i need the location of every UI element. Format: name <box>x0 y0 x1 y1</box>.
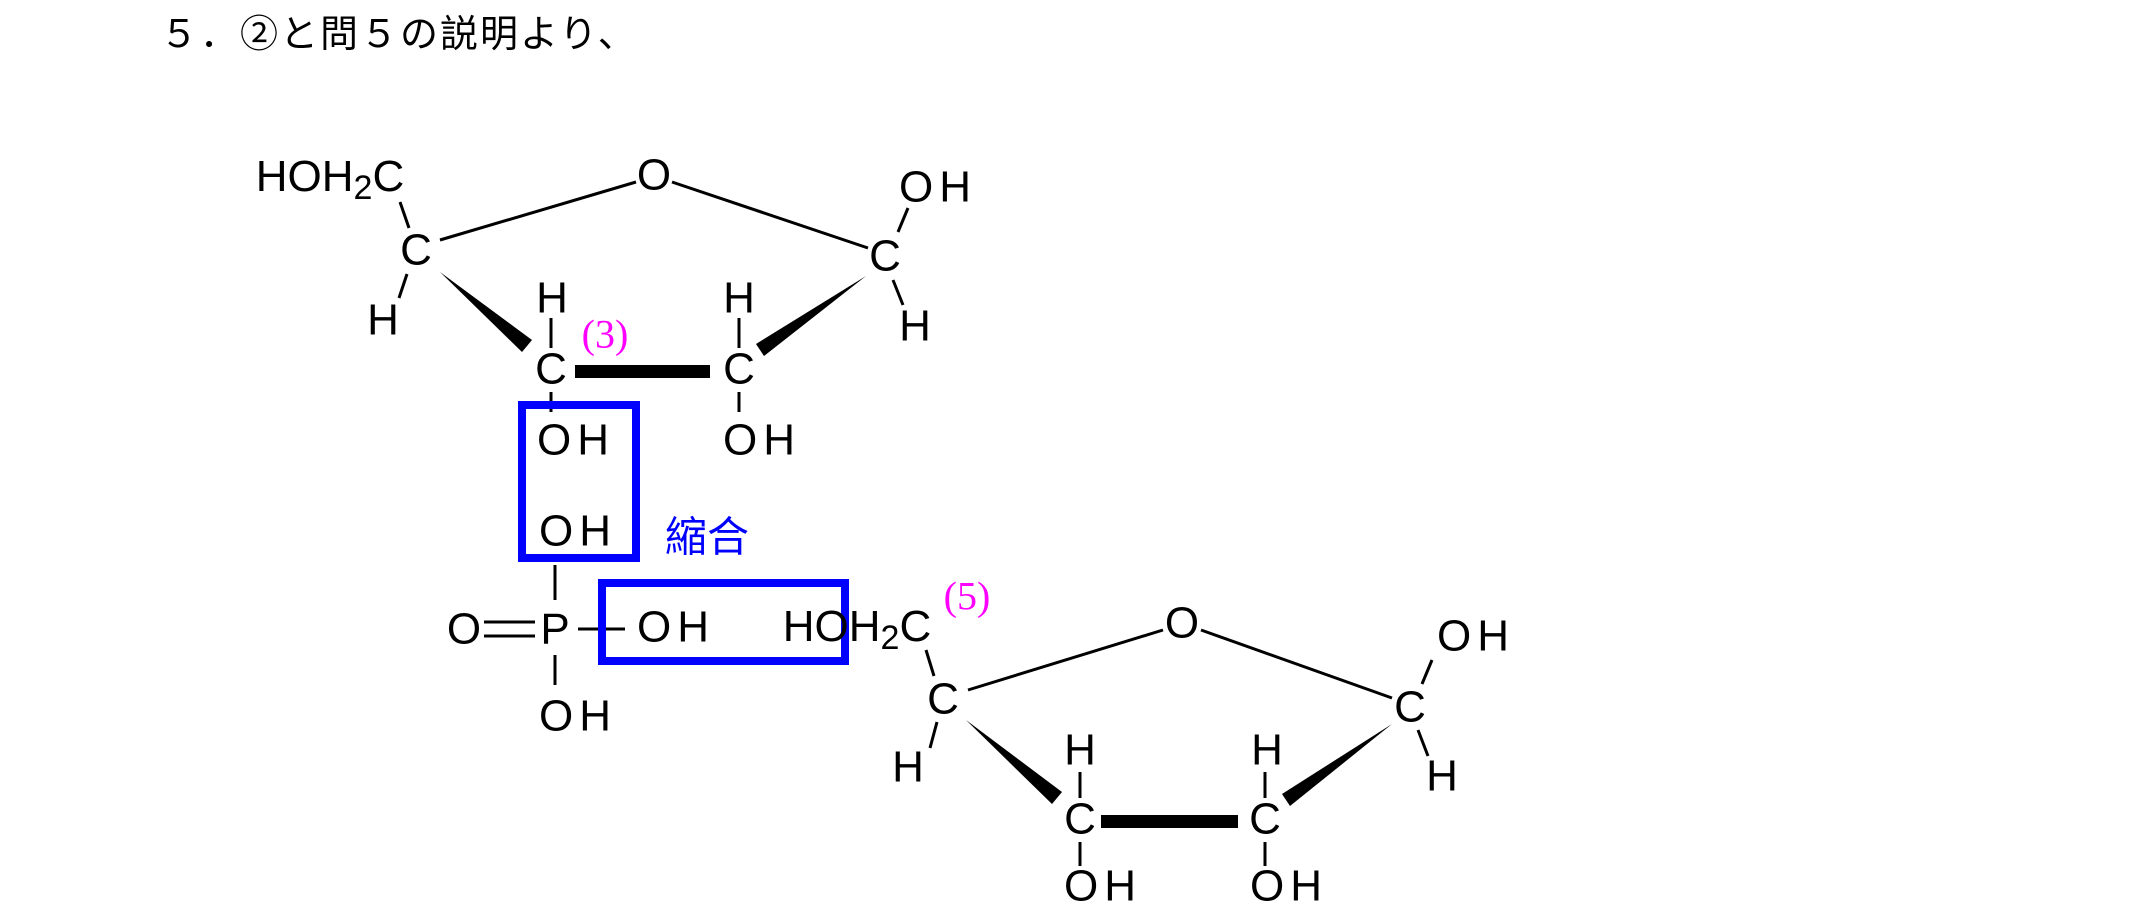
upper-c2-carbon: C <box>723 345 755 394</box>
phosphorus-atom: P <box>540 605 569 654</box>
phosphate-group: OH O P OH OH <box>447 507 715 741</box>
lower-ch2oh-group: HOH2C <box>783 602 931 658</box>
lower-c1-carbon: C <box>1394 683 1426 732</box>
upper-ch2oh-group: HOH2C <box>256 152 404 208</box>
upper-c3-carbon: C <box>535 345 567 394</box>
upper-c1-hydroxyl: OH <box>899 163 977 212</box>
upper-ring-oxygen: O <box>637 151 671 200</box>
upper-sugar-ring: HOH2C O C H C OH H C H OH C H OH (3) <box>256 151 977 465</box>
lower-c2-hydrogen: H <box>1251 726 1283 775</box>
lower-c3-hydrogen: H <box>1064 726 1096 775</box>
lower-c3-carbon: C <box>1064 795 1096 844</box>
condensation-box-upper <box>518 401 640 562</box>
lower-c4-hydrogen: H <box>892 743 924 792</box>
phosphate-bottom-hydroxyl: OH <box>539 692 617 741</box>
lower-sugar-ring: HOH2C (5) O C H C OH H C H OH C H OH <box>783 574 1515 910</box>
lower-ring-oxygen: O <box>1165 599 1199 648</box>
upper-c2-hydrogen: H <box>723 274 755 323</box>
carbon-3-label: (3) <box>582 312 629 357</box>
upper-c1-carbon: C <box>869 232 901 281</box>
upper-c3-hydroxyl: OH <box>537 416 615 465</box>
lower-c2-carbon: C <box>1249 795 1281 844</box>
lower-c4-carbon: C <box>927 675 959 724</box>
lower-c2-hydroxyl: OH <box>1250 862 1328 910</box>
upper-c1-hydrogen: H <box>899 302 931 351</box>
upper-c4-carbon: C <box>400 226 432 275</box>
carbon-5-label: (5) <box>944 574 991 619</box>
phosphate-top-hydroxyl: OH <box>539 507 617 556</box>
question-heading: ５．②と問５の説明より、 <box>160 12 638 56</box>
upper-c4-hydrogen: H <box>367 296 399 345</box>
upper-c2-hydroxyl: OH <box>723 416 801 465</box>
upper-c3-hydrogen: H <box>536 274 568 323</box>
condensation-label: 縮合 <box>665 513 749 562</box>
lower-c3-hydroxyl: OH <box>1064 862 1142 910</box>
phosphate-double-oxygen: O <box>447 605 481 654</box>
lower-c1-hydroxyl: OH <box>1437 612 1515 661</box>
phosphate-right-hydroxyl: OH <box>637 603 715 652</box>
condensation-box-lower <box>598 579 849 665</box>
lower-c1-hydrogen: H <box>1426 752 1458 801</box>
